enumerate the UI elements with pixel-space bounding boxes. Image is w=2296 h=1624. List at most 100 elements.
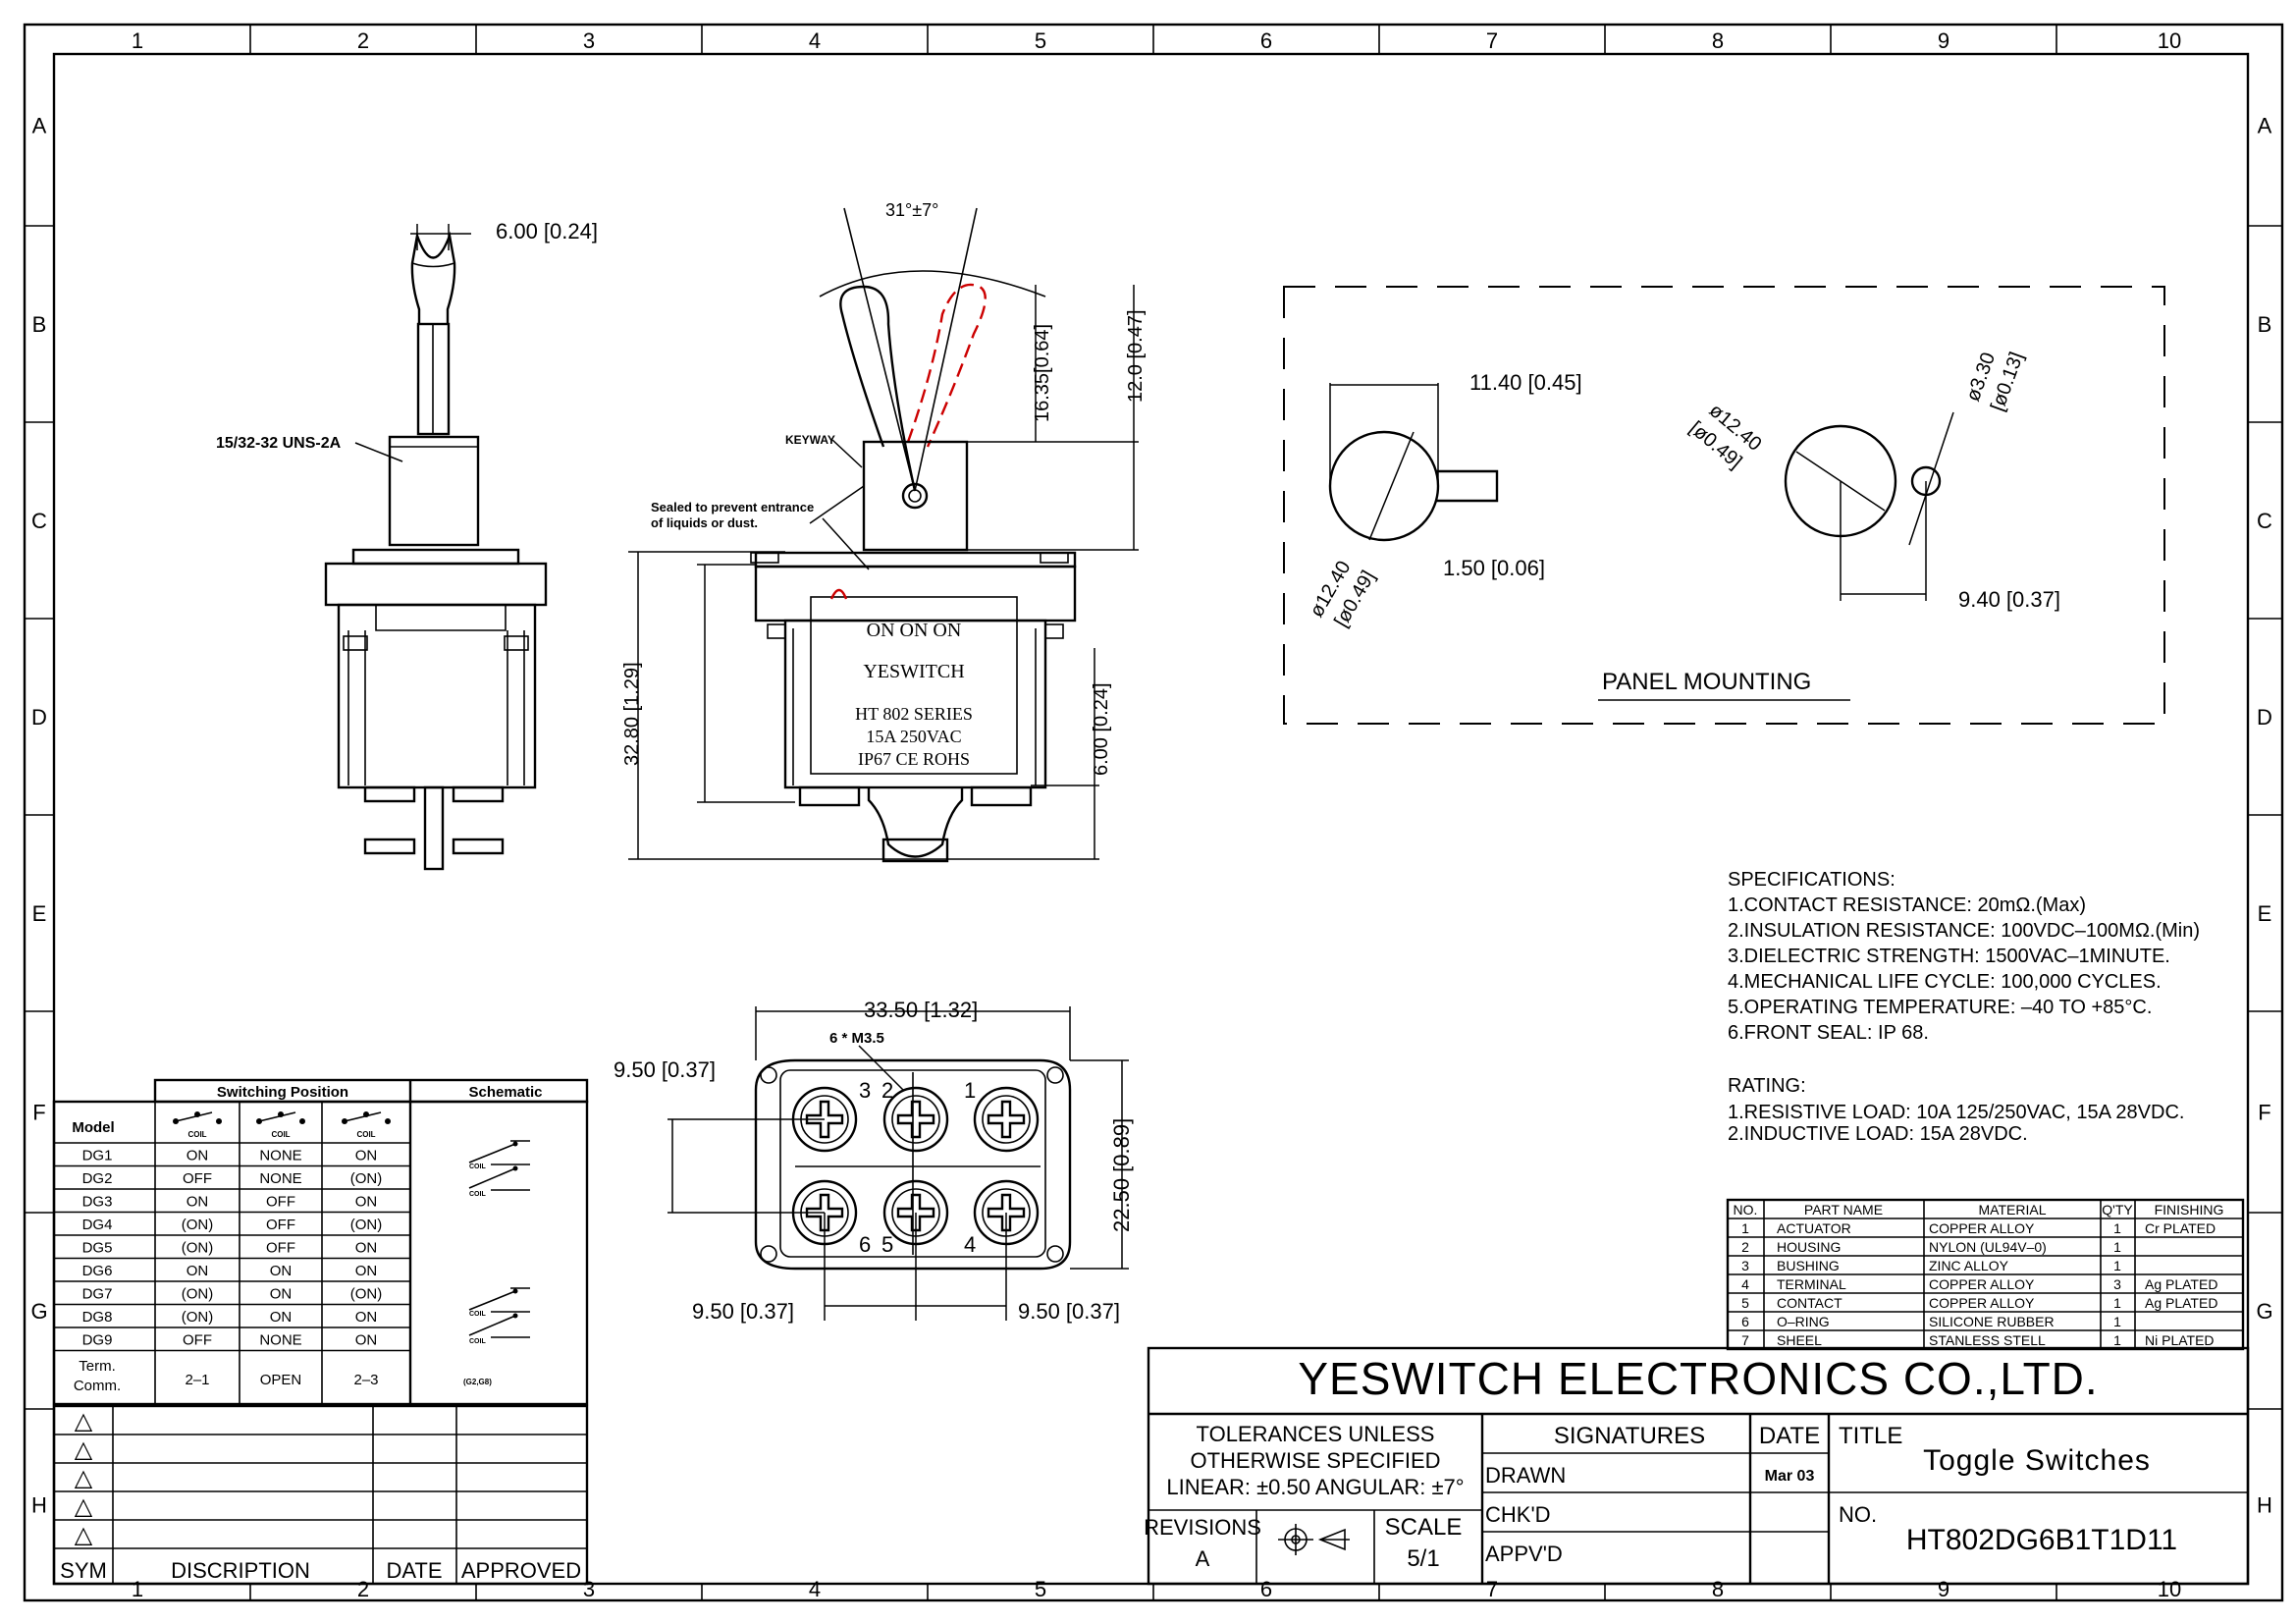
revision-symbol: △ <box>75 1408 93 1435</box>
label-series: HT 802 SERIES <box>855 704 973 724</box>
tolerance-line2: OTHERWISE SPECIFIED <box>1190 1448 1440 1473</box>
model-cell: DG1 <box>82 1148 113 1164</box>
sealed-note-line1: Sealed to prevent entrance <box>651 500 814 514</box>
bom-part-name: SHEEL <box>1777 1332 1822 1348</box>
position-cell: ON <box>355 1332 378 1349</box>
label-cert: IP67 CE ROHS <box>858 749 970 769</box>
model-cell: DG3 <box>82 1194 113 1211</box>
bom-qty: 1 <box>2113 1258 2121 1273</box>
revisions-label: REVISIONS <box>1144 1515 1261 1540</box>
dim-pitch-bottom-left: 9.50 [0.37] <box>692 1299 794 1324</box>
frame-row-label: E <box>2258 901 2272 926</box>
drawn-date: Mar 03 <box>1765 1468 1815 1485</box>
schematic-coil-label: COIL <box>469 1164 486 1170</box>
scale-label: SCALE <box>1385 1514 1463 1541</box>
frame-column-label: 1 <box>132 28 143 53</box>
toggle-position-icon: COIL <box>256 1111 305 1139</box>
frame-row-label: A <box>32 114 47 138</box>
rating-item: 1.RESISTIVE LOAD: 10A 125/250VAC, 15A 28… <box>1728 1102 2184 1123</box>
front-bushing <box>862 440 969 552</box>
position-cell: ON <box>270 1309 293 1326</box>
title-label: TITLE <box>1839 1423 1902 1449</box>
front-flange <box>754 565 1077 623</box>
side-flange <box>324 562 548 607</box>
bom-part-name: HOUSING <box>1777 1239 1841 1255</box>
frame-column-label: 5 <box>1035 28 1046 53</box>
schematic-coil-label: COIL <box>469 1311 486 1318</box>
tolerance-line3: LINEAR: ±0.50 ANGULAR: ±7° <box>1166 1475 1464 1499</box>
bom-no: 3 <box>1741 1258 1749 1273</box>
bom-finishing: Cr PLATED <box>2145 1220 2216 1236</box>
side-bushing <box>388 435 480 547</box>
position-cell: NONE <box>259 1332 301 1349</box>
rating-title: RATING: <box>1728 1075 1806 1097</box>
thread-note: 15/32-32 UNS-2A <box>216 435 342 452</box>
bom-qty: 1 <box>2113 1332 2121 1348</box>
bom-material: COPPER ALLOY <box>1929 1295 2035 1311</box>
frame-column-label: 3 <box>583 1577 595 1601</box>
number-label: NO. <box>1839 1502 1877 1527</box>
term-value: 2–1 <box>185 1372 209 1388</box>
signatures-header: SIGNATURES <box>1554 1423 1705 1449</box>
bom-qty: 1 <box>2113 1314 2121 1329</box>
coil-label: COIL <box>271 1130 290 1139</box>
bom-part-name: TERMINAL <box>1777 1276 1846 1292</box>
bom-no: 1 <box>1741 1220 1749 1236</box>
position-cell: ON <box>355 1309 378 1326</box>
position-cell: OFF <box>183 1170 212 1187</box>
position-cell: ON <box>270 1286 293 1303</box>
title-value: Toggle Switches <box>1923 1444 2151 1477</box>
dim-pin-offset: 9.40 [0.37] <box>1958 587 2060 612</box>
bom-header: MATERIAL <box>1979 1202 2047 1218</box>
coil-label: COIL <box>187 1130 206 1139</box>
schematic-header: Schematic <box>468 1084 542 1101</box>
frame-column-label: 10 <box>2158 28 2181 53</box>
position-cell: (ON) <box>182 1240 214 1257</box>
frame-column-label: 1 <box>132 1577 143 1601</box>
front-label-area <box>810 596 1018 775</box>
projection-symbol <box>1278 1524 1350 1555</box>
spec-item: 6.FRONT SEAL: IP 68. <box>1728 1022 1929 1044</box>
actuator-alternate-position <box>906 283 987 448</box>
frame-column-label: 2 <box>357 28 369 53</box>
revision-header: DATE <box>386 1558 442 1583</box>
revision-symbol: △ <box>75 1465 93 1491</box>
position-cell: OFF <box>266 1217 295 1233</box>
model-cell: DG4 <box>82 1217 113 1233</box>
dim-bottom-height: 22.50 [0.89] <box>1109 1118 1134 1232</box>
revision-symbol: △ <box>75 1493 93 1520</box>
terminal-number: 6 <box>859 1232 871 1257</box>
frame-row-label: F <box>2258 1101 2270 1125</box>
spec-item: 1.CONTACT RESISTANCE: 20mΩ.(Max) <box>1728 894 2086 916</box>
actuator-angle: 31°±7° <box>885 200 938 220</box>
revision-symbol: △ <box>75 1522 93 1548</box>
position-cell: ON <box>270 1263 293 1279</box>
switching-group-header: Switching Position <box>217 1084 348 1101</box>
bottom-housing <box>754 1058 1072 1271</box>
bom-no: 5 <box>1741 1295 1749 1311</box>
term-label: Comm. <box>74 1378 121 1394</box>
date-header: DATE <box>1759 1423 1820 1449</box>
frame-row-label: B <box>2258 312 2272 337</box>
frame-row-label: G <box>30 1299 47 1324</box>
position-cell: NONE <box>259 1170 301 1187</box>
model-cell: DG2 <box>82 1170 113 1187</box>
specifications-block: SPECIFICATIONS: 1.CONTACT RESISTANCE: 20… <box>1728 869 2200 1145</box>
frame-row-label: H <box>31 1493 47 1518</box>
dim-lever-height: 16.35[0.64] <box>1032 324 1053 422</box>
frame-row-label: D <box>2257 705 2272 730</box>
frame-row-label: H <box>2257 1493 2272 1518</box>
position-cell: OFF <box>266 1240 295 1257</box>
front-housing <box>783 619 1047 789</box>
actuator-solid <box>839 285 917 492</box>
revision-header: APPROVED <box>461 1558 581 1583</box>
model-header: Model <box>72 1119 114 1136</box>
position-cell: ON <box>187 1263 209 1279</box>
dim-pitch-left: 9.50 [0.37] <box>614 1057 716 1082</box>
bom-material: NYLON (UL94V–0) <box>1929 1239 2047 1255</box>
